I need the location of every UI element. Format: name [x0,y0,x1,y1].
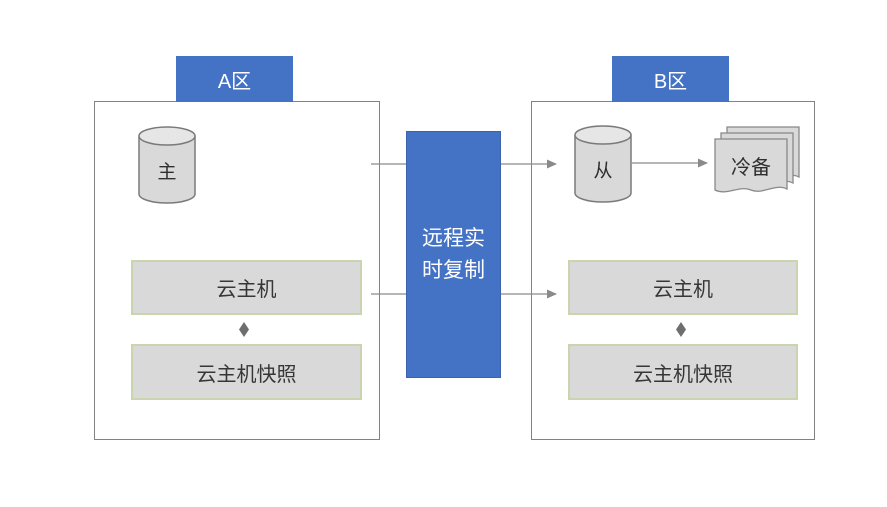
primary-database-shape: 主 [138,126,196,204]
cloud-host-snapshot-a-label: 云主机快照 [196,363,297,386]
cloud-host-a-label: 云主机 [216,279,277,301]
primary-database-label: 主 [157,161,177,183]
cold-backup-label: 冷备 [731,156,771,179]
multi-document-icon [714,126,800,193]
zone-b-label-text: B区 [653,70,688,93]
replication-box: 远程实 时复制 [406,131,501,378]
cloud-host-snapshot-b-box: 云主机快照 [568,344,798,400]
secondary-database-label: 从 [593,160,613,182]
diamond-connector-a-icon [239,322,249,337]
cold-backup-shape: 冷备 [714,126,801,200]
diamond-connector-b-icon [676,322,686,337]
cloud-host-snapshot-b-label: 云主机快照 [633,363,733,386]
cloud-host-a-box: 云主机 [131,260,362,315]
zone-a-label-text: A区 [217,70,252,93]
replication-label-line1: 远程实 [422,226,485,250]
cloud-host-b-box: 云主机 [568,260,798,315]
zone-a-label: A区 [176,56,293,102]
secondary-database-shape: 从 [574,125,632,203]
cloud-host-b-label: 云主机 [653,279,713,301]
zone-b-label: B区 [612,56,729,102]
database-cylinder-icon [574,125,632,203]
database-cylinder-icon [138,126,196,204]
replication-label-line2: 时复制 [422,258,485,282]
cloud-host-snapshot-a-box: 云主机快照 [131,344,362,400]
